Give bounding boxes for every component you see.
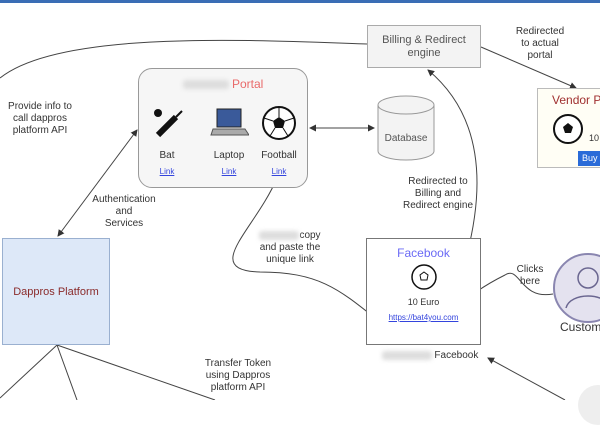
note-line: Transfer Token bbox=[204, 358, 272, 369]
football-icon bbox=[410, 264, 437, 290]
dappros-label: Dappros Platform bbox=[13, 285, 99, 298]
portal-item-laptop: Laptop Link bbox=[205, 105, 253, 179]
cricket-bat-icon bbox=[154, 109, 183, 138]
facebook-title: Facebook bbox=[397, 246, 450, 260]
caption-text: Facebook bbox=[434, 350, 479, 361]
item-label: Laptop bbox=[213, 150, 245, 161]
item-label: Bat bbox=[159, 150, 175, 161]
vendor-price: 10 bbox=[589, 133, 600, 143]
arrow-to-fb-caption bbox=[487, 357, 566, 400]
laptop-link[interactable]: Link bbox=[221, 167, 237, 176]
note-line: call dappros bbox=[13, 113, 67, 124]
buy-button[interactable]: Buy bbox=[578, 151, 600, 166]
bat-link[interactable]: Link bbox=[159, 167, 175, 176]
note-line: here bbox=[519, 276, 540, 287]
portal-item-bat: Bat Link bbox=[147, 105, 187, 179]
note-line: unique link bbox=[266, 254, 314, 265]
note-line: Redirect engine bbox=[402, 200, 474, 211]
line-left-to-billing bbox=[0, 39, 368, 79]
database-label: Database bbox=[384, 133, 428, 144]
note-line: platform API bbox=[12, 125, 68, 136]
note-line: to actual bbox=[521, 38, 559, 49]
note-line: Billing and bbox=[414, 188, 462, 199]
redacted-text bbox=[259, 230, 300, 240]
vendor-portal: Vendor P 10 Buy bbox=[537, 88, 600, 168]
product-link[interactable]: https://bat4you.com bbox=[388, 313, 459, 322]
note-line: Provide info to bbox=[8, 101, 72, 112]
redacted-text bbox=[182, 80, 229, 90]
football-link[interactable]: Link bbox=[271, 167, 287, 176]
note-line: and paste the bbox=[259, 242, 321, 253]
portal-item-football: Football Link bbox=[257, 105, 301, 179]
database-icon bbox=[377, 95, 435, 161]
billing-line: engine bbox=[407, 47, 441, 59]
note-line: platform API bbox=[210, 382, 266, 393]
customer-avatar-icon bbox=[553, 253, 600, 323]
item-label: Football bbox=[261, 150, 297, 161]
note-line: copy bbox=[299, 230, 321, 241]
note-line: Authentication bbox=[92, 194, 156, 205]
note-line: Redirected to bbox=[408, 176, 468, 187]
facebook-caption: Facebook bbox=[370, 350, 490, 362]
football-icon bbox=[553, 114, 583, 144]
customer-label: Custome bbox=[560, 320, 600, 334]
redacted-text bbox=[381, 350, 432, 360]
note-line: Redirected bbox=[515, 26, 565, 37]
database: Database bbox=[377, 95, 435, 161]
portal-box: Portal Bat Link Laptop Link Football Lin… bbox=[138, 68, 308, 188]
facebook-price: 10 Euro bbox=[407, 297, 440, 307]
football-icon bbox=[262, 106, 296, 140]
note-line: using Dappros bbox=[205, 370, 271, 381]
top-bar bbox=[0, 0, 600, 3]
vendor-title: Vendor P bbox=[552, 93, 600, 107]
dappros-platform: Dappros Platform bbox=[2, 238, 110, 345]
laptop-icon bbox=[210, 108, 250, 136]
facebook-post: Facebook 10 Euro https://bat4you.com bbox=[366, 238, 481, 345]
arrow-auth bbox=[57, 129, 138, 237]
note-line: portal bbox=[527, 50, 553, 61]
note-line: Services bbox=[104, 218, 144, 229]
note-line: Clicks bbox=[516, 264, 544, 275]
note-line: and bbox=[115, 206, 133, 217]
arrow-billing-vendor bbox=[480, 46, 577, 89]
curve-copy-link bbox=[232, 177, 381, 323]
portal-title: Portal bbox=[231, 77, 264, 91]
billing-line: Billing & Redirect bbox=[382, 34, 466, 46]
